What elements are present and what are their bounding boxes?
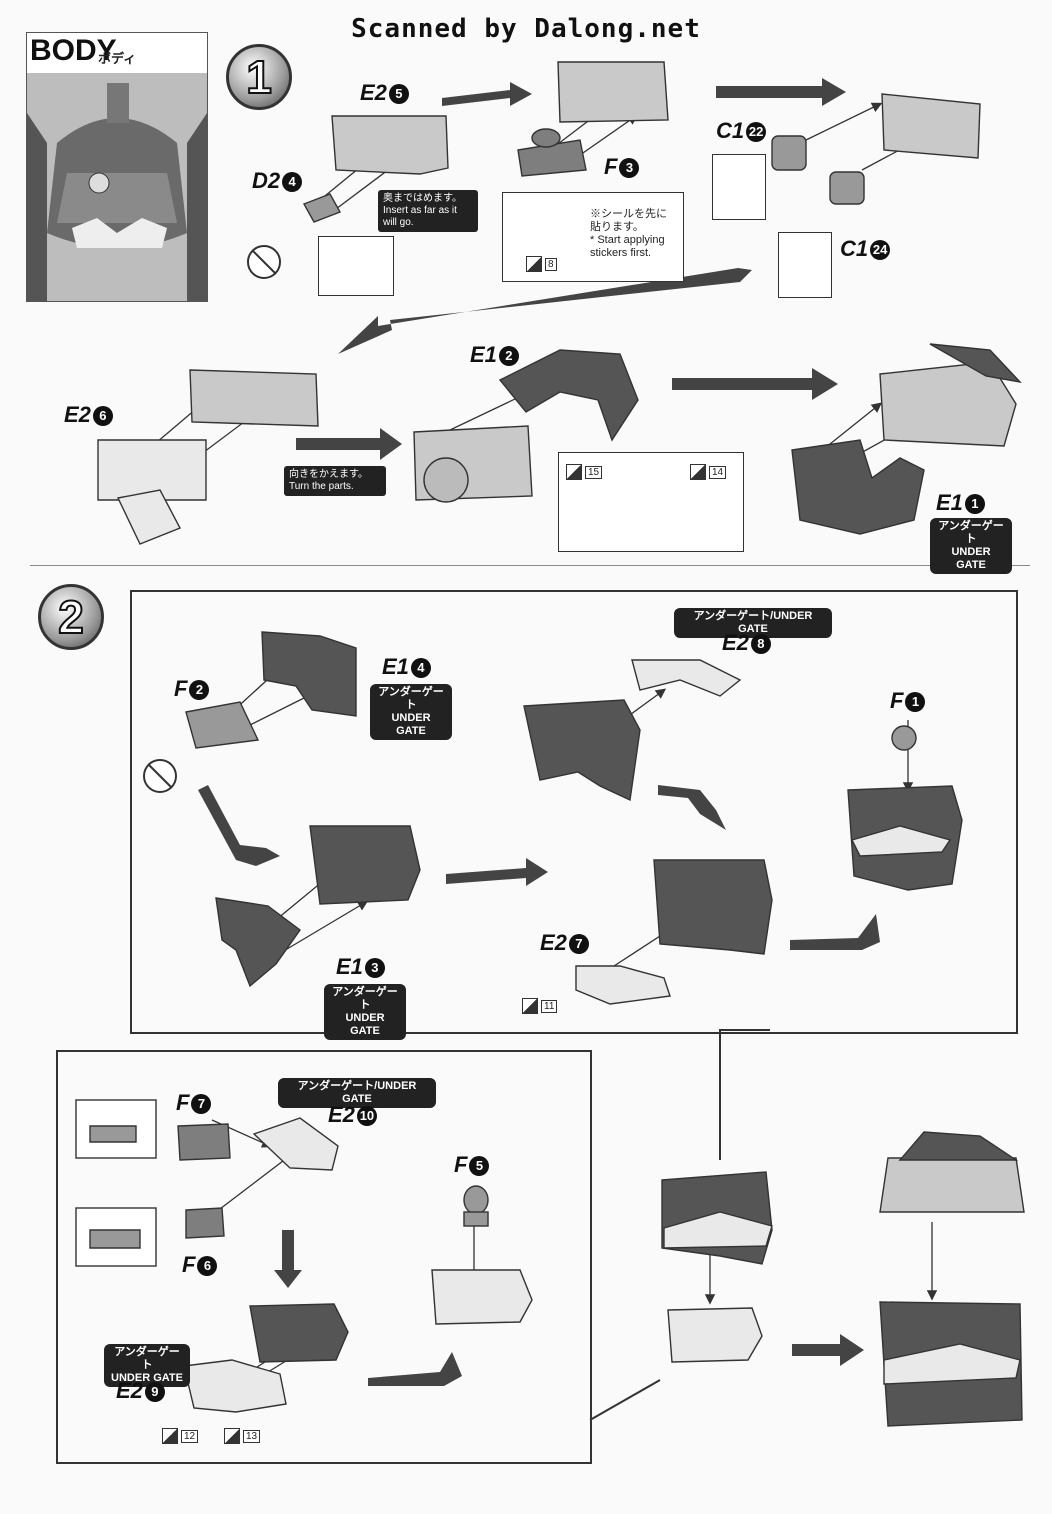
flow-arrow xyxy=(338,268,752,354)
flow-arrow xyxy=(274,1230,302,1288)
sticker-11: 11 xyxy=(522,998,558,1014)
sticker-13: 13 xyxy=(224,1428,261,1444)
flow-arrow xyxy=(442,82,532,106)
under-gate-badge: アンダーゲート/UNDER GATE xyxy=(278,1078,436,1108)
sticker-8: 8 xyxy=(526,256,557,272)
scanned-by-watermark: Scanned by Dalong.net xyxy=(351,14,701,44)
flow-arrow xyxy=(296,428,402,460)
flow-arrow xyxy=(672,368,838,400)
sticker-first-note: ※シールを先に 貼ります。 * Start applying stickers … xyxy=(590,208,667,259)
step-2-upper-frame xyxy=(130,590,1018,1034)
flow-arrow xyxy=(716,78,846,106)
under-gate-badge: アンダーゲート/UNDER GATE xyxy=(674,608,832,638)
body-thumbnail-illustration xyxy=(27,33,207,301)
insert-note: 奥まではめます。 Insert as far as it will go. xyxy=(378,190,478,232)
body-thumbnail xyxy=(26,32,208,302)
step-2-badge: 2 xyxy=(38,584,104,650)
flow-arrow xyxy=(368,1352,462,1386)
flow-arrow xyxy=(198,785,280,866)
sticker-12: 12 xyxy=(162,1428,199,1444)
step-1-badge: 1 xyxy=(226,44,292,110)
sticker-14: 14 xyxy=(690,464,727,480)
section-divider xyxy=(30,565,1030,566)
sticker-15: 15 xyxy=(566,464,603,480)
flow-arrow xyxy=(446,858,548,886)
step-2-lower-frame xyxy=(56,1050,592,1464)
insert-detail-box xyxy=(318,236,394,296)
flow-arrow xyxy=(658,785,726,830)
flow-arrow xyxy=(792,1334,864,1366)
section-title: BODY xyxy=(30,34,117,67)
turn-parts-note: 向きをかえます。 Turn the parts. xyxy=(284,466,386,496)
section-title-jp: ボディ xyxy=(98,51,137,66)
c1-22-detail-box xyxy=(712,154,766,220)
flow-arrow xyxy=(790,914,880,950)
c1-24-detail-box xyxy=(778,232,832,298)
